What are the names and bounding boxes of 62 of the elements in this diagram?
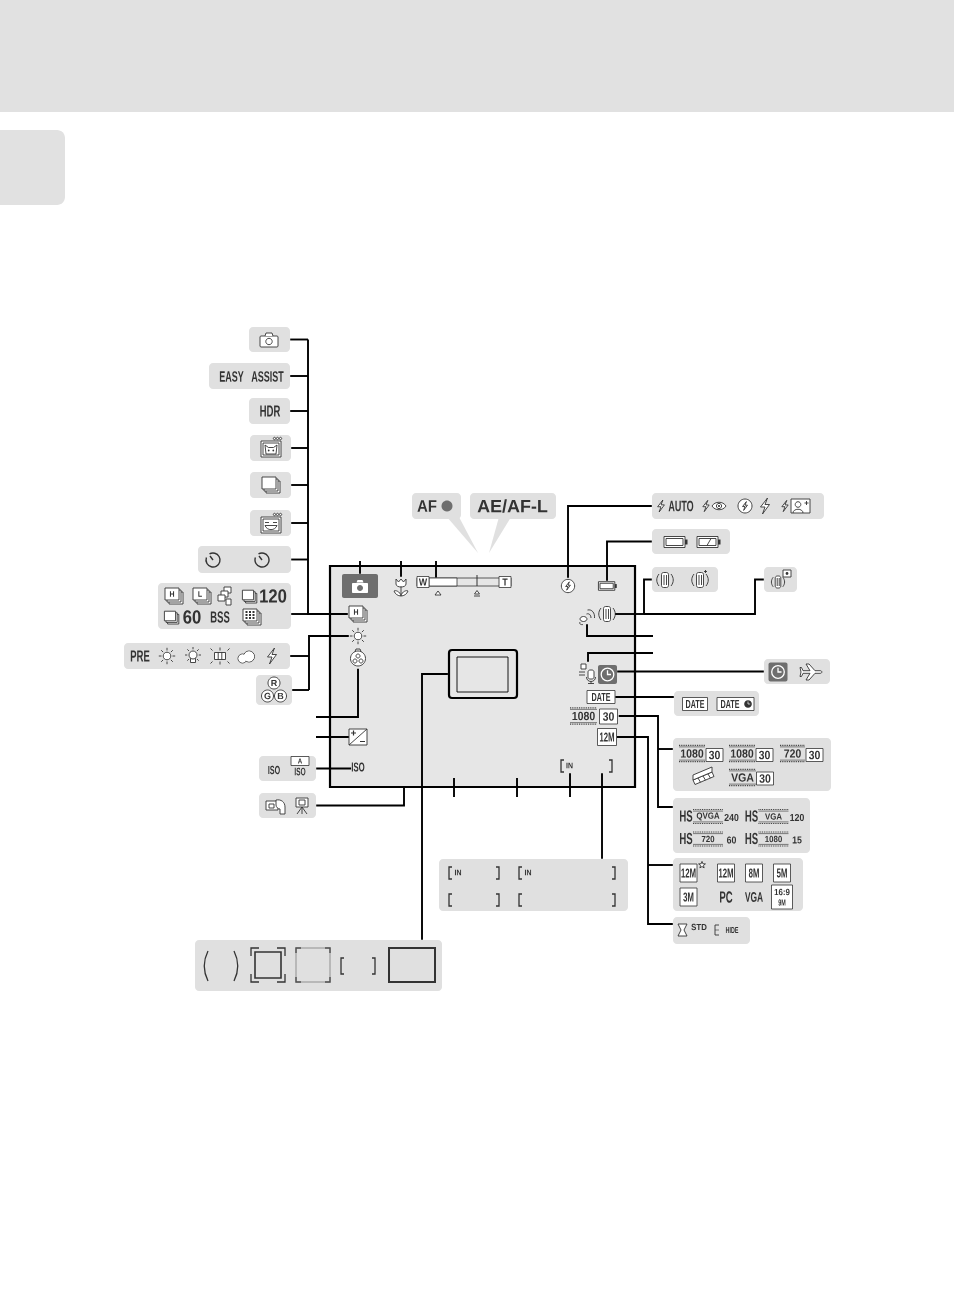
leader-line (647, 864, 674, 925)
leader-line (289, 375, 309, 377)
leader-line (657, 748, 674, 750)
icon-panel: HDR (249, 398, 290, 424)
leader-line (289, 338, 309, 341)
leader-line (290, 613, 309, 615)
camera-mode-icon (342, 574, 378, 598)
leader-line (289, 410, 309, 412)
leader-line (647, 864, 674, 866)
leader-line (421, 673, 449, 941)
leader-line (290, 522, 309, 524)
microphone-icon (578, 663, 596, 684)
leader-line (289, 655, 310, 657)
image-size-label: PC (720, 891, 733, 903)
leader-line (614, 613, 645, 615)
leader-line (290, 558, 309, 561)
mode-label: PRE (130, 650, 150, 662)
leader-line (617, 715, 659, 750)
focus-frame (447, 648, 519, 700)
leader-line (601, 772, 603, 860)
sun-icon (349, 627, 367, 645)
leader-line (359, 560, 361, 575)
leader-line (290, 484, 309, 486)
leader-line (567, 505, 653, 579)
callout-bubble: AE/AF-L (470, 493, 556, 553)
mode-label: ASSIST (251, 371, 284, 382)
leader-line (400, 560, 402, 578)
battery-icon (597, 581, 617, 591)
iso-label: ISO (351, 762, 365, 772)
exposure-icon (348, 728, 368, 746)
image-size-label: VGA (745, 892, 763, 902)
leader-line (308, 635, 350, 691)
flower-icon (393, 578, 409, 597)
mode-label: BSS (210, 611, 230, 623)
leader-line (615, 736, 649, 866)
leader-line (587, 652, 654, 663)
zoom-label: T (498, 576, 512, 588)
leader-line (435, 560, 437, 579)
leader-line (616, 670, 765, 673)
iso-label: ISO (268, 765, 280, 775)
vibration-icon (598, 606, 616, 622)
leader-line (290, 447, 309, 449)
leader-line (315, 767, 353, 770)
leader-line (315, 736, 350, 738)
motion-icon (579, 609, 595, 626)
leader-line (614, 696, 675, 698)
leader-line (307, 338, 349, 615)
leader-line (606, 540, 653, 582)
leader-line (643, 578, 653, 615)
zoom-label: W (416, 576, 430, 588)
leader-line (569, 772, 571, 798)
mode-label: EASY (219, 371, 244, 382)
color-options-icon (350, 648, 366, 667)
monitor-screen (328, 564, 637, 789)
leader-line (643, 578, 765, 615)
leader-line (291, 689, 310, 691)
leader-line (657, 748, 674, 808)
leader-line (315, 667, 359, 718)
leader-line (586, 623, 654, 637)
flash-off-icon (560, 578, 576, 594)
clock-icon (598, 665, 617, 684)
leader-line (315, 787, 405, 807)
